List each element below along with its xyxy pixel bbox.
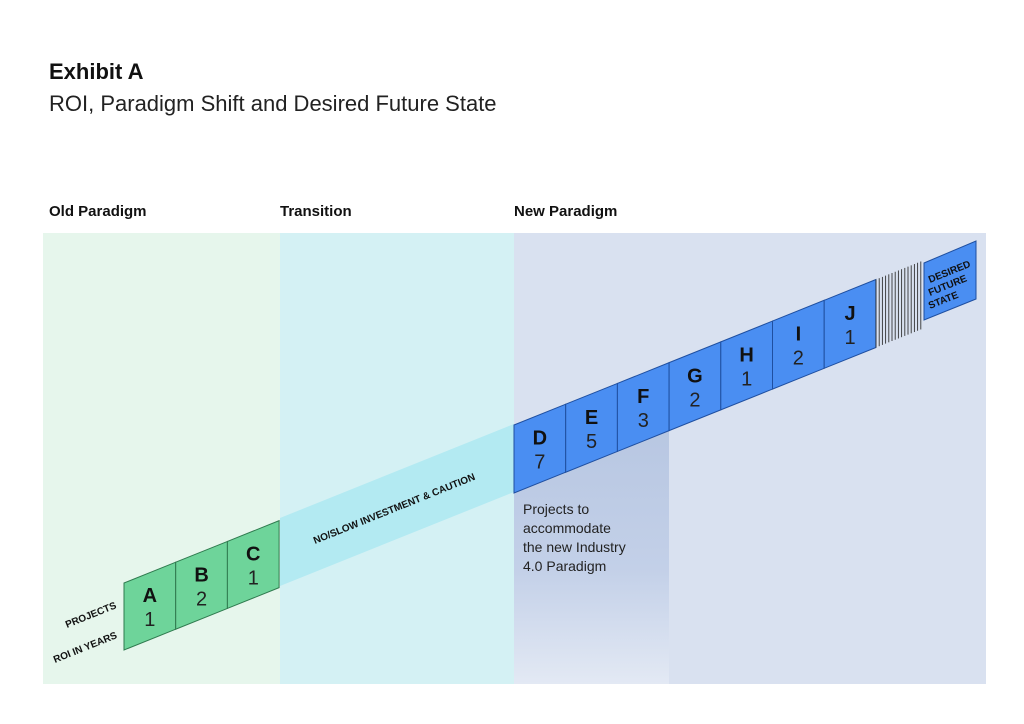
transition-band <box>280 424 514 586</box>
project-letter-a: A <box>143 585 157 607</box>
project-roi-j: 1 <box>844 327 855 349</box>
project-letter-g: G <box>687 365 703 387</box>
note-line-1: Projects to <box>523 501 589 517</box>
phase-label-transition: Transition <box>280 203 352 220</box>
project-roi-d: 7 <box>534 452 545 474</box>
project-roi-g: 2 <box>689 389 700 411</box>
exhibit-subtitle: ROI, Paradigm Shift and Desired Future S… <box>49 91 497 116</box>
project-roi-b: 2 <box>196 588 207 610</box>
project-roi-a: 1 <box>144 609 155 631</box>
hatch-connector <box>875 261 922 348</box>
note-line-4: 4.0 Paradigm <box>523 558 606 574</box>
project-segment-j <box>823 278 877 370</box>
project-roi-h: 1 <box>741 368 752 390</box>
project-letter-i: I <box>796 324 802 346</box>
project-roi-f: 3 <box>638 410 649 432</box>
project-letter-e: E <box>585 407 598 429</box>
note-line-2: accommodate <box>523 520 611 536</box>
project-roi-e: 5 <box>586 431 597 453</box>
project-letter-b: B <box>194 564 208 586</box>
project-letter-j: J <box>844 303 855 325</box>
project-letter-f: F <box>637 386 649 408</box>
project-roi-c: 1 <box>248 568 259 590</box>
desired-future-state-box <box>923 240 977 321</box>
project-letter-c: C <box>246 544 260 566</box>
project-letter-h: H <box>739 344 753 366</box>
project-roi-i: 2 <box>793 348 804 370</box>
project-letter-d: D <box>533 428 547 450</box>
exhibit-title: Exhibit A <box>49 59 144 84</box>
note-line-3: the new Industry <box>523 539 626 555</box>
phase-label-new: New Paradigm <box>514 203 618 220</box>
project-segment-c <box>226 519 280 610</box>
phase-label-old: Old Paradigm <box>49 203 147 220</box>
